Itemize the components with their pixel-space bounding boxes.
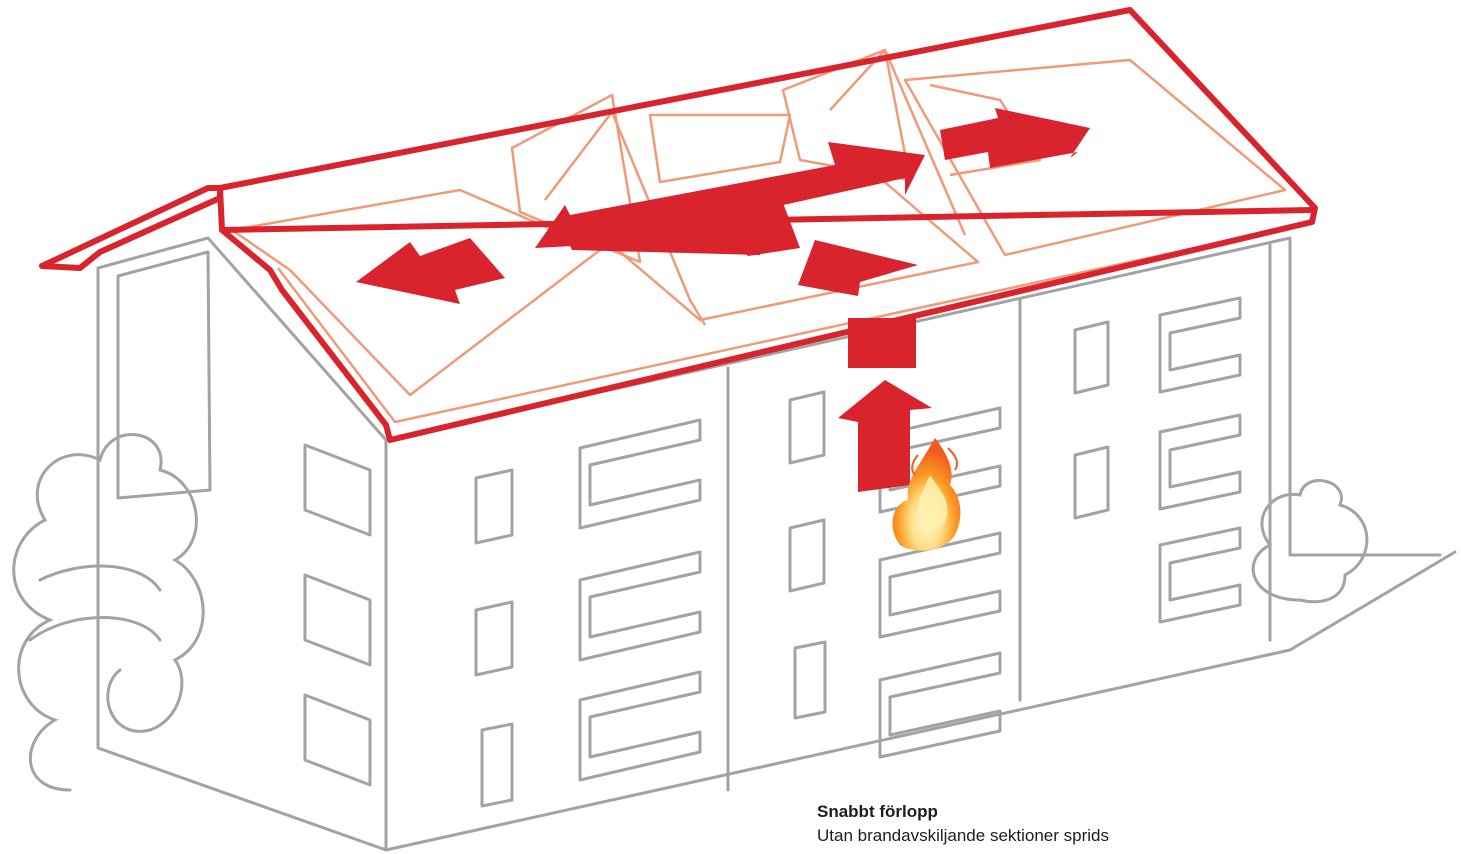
gable-window — [305, 695, 370, 785]
gable-window — [305, 575, 370, 665]
window — [1160, 415, 1240, 509]
window — [580, 420, 700, 528]
window — [790, 520, 824, 591]
arrow-right-icon — [940, 108, 1090, 168]
trees — [14, 435, 1367, 790]
window — [1075, 322, 1108, 393]
window — [1160, 298, 1240, 392]
window — [580, 552, 700, 660]
window — [880, 653, 1000, 757]
arrow-up-icon — [848, 318, 916, 368]
window — [476, 470, 512, 543]
door — [482, 724, 512, 806]
caption-text: Utan brandavskiljande sektioner sprids — [817, 824, 1109, 848]
building-walls — [98, 238, 1455, 850]
arrow-up-icon — [798, 240, 918, 296]
caption: Snabbt förlopp Utan brandavskiljande sek… — [817, 800, 1109, 848]
caption-heading: Snabbt förlopp — [817, 800, 1109, 824]
window — [790, 392, 824, 463]
gable-wall — [98, 238, 386, 850]
window — [1160, 528, 1240, 622]
windows — [305, 298, 1240, 806]
window — [880, 533, 1000, 637]
door — [795, 642, 825, 718]
gable-recess — [118, 252, 210, 498]
gable-window — [305, 445, 370, 535]
truss — [650, 115, 790, 182]
window — [580, 672, 700, 780]
tree-icon — [30, 566, 160, 640]
arrow-left-icon — [356, 238, 505, 304]
window — [476, 602, 512, 675]
window — [1075, 447, 1108, 518]
tree-icon — [14, 435, 203, 790]
